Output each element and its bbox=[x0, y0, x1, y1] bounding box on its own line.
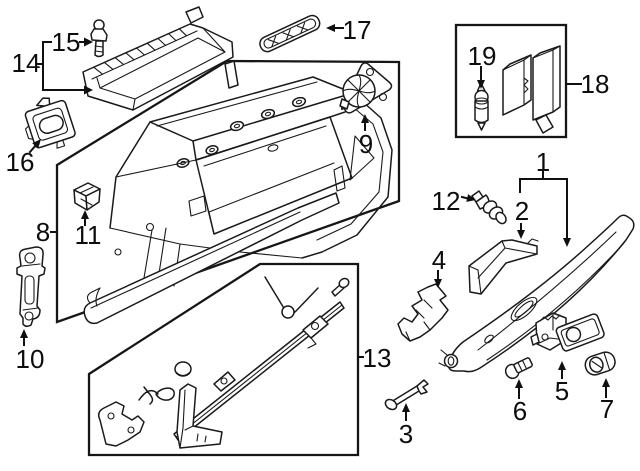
part-10-striker-drawing[interactable] bbox=[16, 246, 46, 328]
callout-5[interactable]: 5 bbox=[555, 376, 569, 406]
part-3-rod-drawing[interactable] bbox=[384, 379, 429, 411]
part-19-bulb-drawing[interactable] bbox=[474, 82, 489, 131]
part-18-lamp-drawing[interactable] bbox=[502, 45, 561, 134]
callout-6[interactable]: 6 bbox=[513, 396, 527, 426]
callout-8[interactable]: 8 bbox=[36, 217, 50, 247]
part-14-tray-drawing[interactable] bbox=[82, 6, 234, 111]
callout-10[interactable]: 10 bbox=[16, 344, 45, 374]
part-2-handle-drawing[interactable] bbox=[468, 238, 539, 295]
callout-1[interactable]: 1 bbox=[536, 147, 550, 177]
callout-15[interactable]: 15 bbox=[52, 27, 81, 57]
part-4-bracket-drawing[interactable] bbox=[397, 283, 449, 342]
callout-9[interactable]: 9 bbox=[359, 129, 373, 159]
part-7-lock-drawing[interactable] bbox=[583, 350, 617, 377]
part-15-screw-drawing[interactable] bbox=[90, 19, 108, 58]
callout-arrowheads bbox=[20, 24, 610, 412]
callout-4[interactable]: 4 bbox=[432, 245, 446, 275]
callout-3[interactable]: 3 bbox=[399, 419, 413, 449]
callout-17[interactable]: 17 bbox=[343, 15, 372, 45]
part-16-bezel-drawing[interactable] bbox=[18, 92, 78, 156]
part-9-damper-drawing[interactable] bbox=[339, 62, 393, 114]
group-box-main-housing bbox=[55, 59, 401, 324]
part-13-kit-drawing[interactable] bbox=[97, 276, 351, 449]
part-11-bumper-drawing[interactable] bbox=[73, 182, 101, 211]
callout-18[interactable]: 18 bbox=[581, 69, 610, 99]
tray-hatch bbox=[93, 28, 188, 75]
callout-14[interactable]: 14 bbox=[12, 48, 41, 78]
part-17-pad-drawing[interactable] bbox=[258, 13, 322, 54]
callout-7[interactable]: 7 bbox=[600, 394, 614, 424]
part-12-socket-drawing[interactable] bbox=[471, 190, 508, 225]
part-6-screw-drawing[interactable] bbox=[503, 356, 534, 381]
part-8-housing-drawing[interactable] bbox=[83, 60, 393, 325]
callout-11[interactable]: 11 bbox=[75, 220, 102, 250]
callout-12[interactable]: 12 bbox=[432, 186, 461, 216]
callout-19[interactable]: 19 bbox=[468, 41, 497, 71]
callout-16[interactable]: 16 bbox=[6, 147, 35, 177]
part-5-latch-drawing[interactable] bbox=[530, 312, 605, 352]
callout-2[interactable]: 2 bbox=[515, 196, 529, 226]
callout-labels: 1 2 3 4 5 6 7 8 9 10 11 12 13 14 15 16 1… bbox=[6, 15, 615, 449]
part-1-door-drawing[interactable] bbox=[438, 214, 635, 373]
callout-13[interactable]: 13 bbox=[363, 343, 392, 373]
